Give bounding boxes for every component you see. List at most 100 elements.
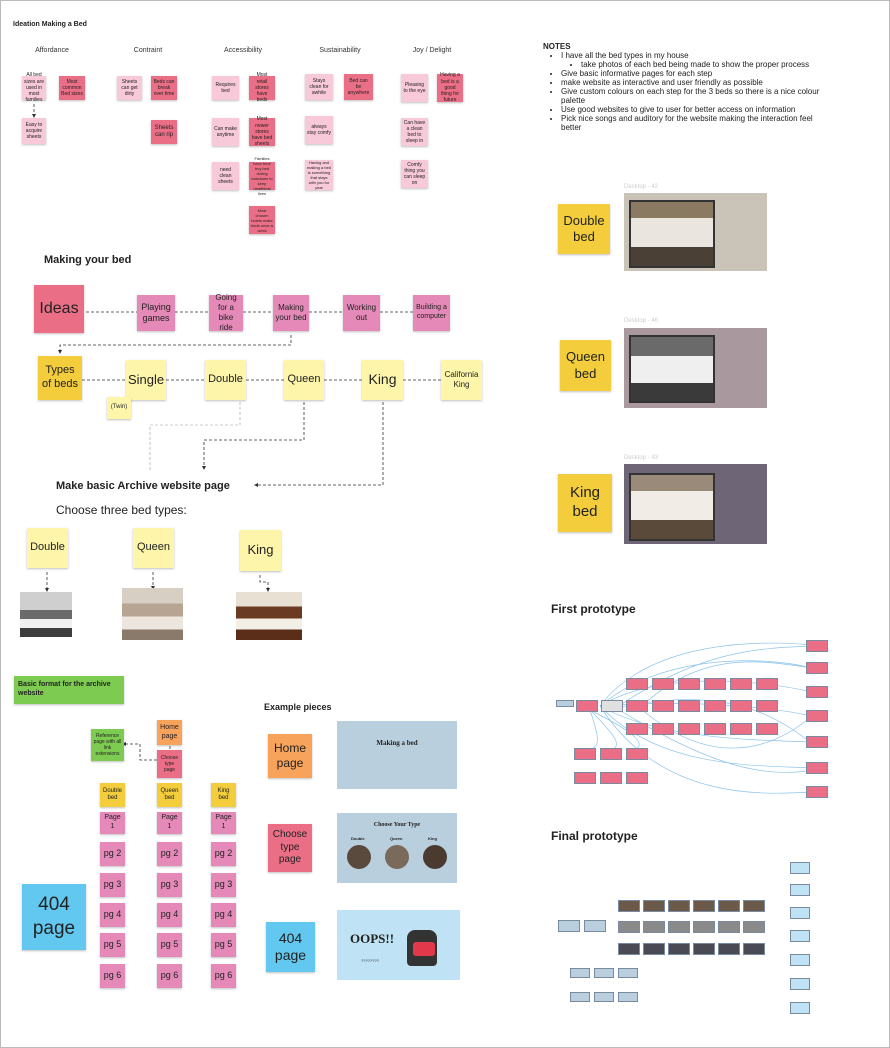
example-choose-thumb: Choose Your Type Double Queen King	[337, 813, 457, 883]
idea-note: Sheets can get dirty	[117, 76, 142, 100]
idea-note: All bed sizes are used in most families	[22, 72, 46, 104]
first-proto-frame	[678, 678, 700, 690]
first-proto-frame	[601, 700, 623, 712]
first-proto-frame	[600, 748, 622, 760]
board-title: Ideation Making a Bed	[13, 21, 87, 28]
notes-list: I have all the bed types in my house tak…	[549, 51, 831, 132]
404-page-note: 404 page	[22, 884, 86, 950]
example-label-home: Home page	[268, 734, 312, 778]
first-proto-frame	[806, 762, 828, 774]
desktop-queen-photo	[629, 335, 715, 403]
oops-marks: ????????	[361, 958, 379, 963]
example-label-404: 404 page	[266, 922, 315, 972]
final-prototype-title: Final prototype	[551, 829, 638, 843]
type-single: Single	[126, 360, 166, 400]
choose-thumb-circle	[423, 845, 447, 869]
first-proto-frame	[574, 772, 596, 784]
first-proto-frame	[806, 710, 828, 722]
pg-2-queen: pg 2	[157, 842, 182, 866]
ideas-note: Ideas	[34, 285, 84, 333]
choose-thumb-circle	[347, 845, 371, 869]
final-proto-frame	[693, 921, 715, 933]
notes-item: Give custom colours on each step for the…	[561, 87, 831, 105]
idea-note: Most common Bed sizes	[59, 76, 85, 100]
first-proto-frame	[704, 723, 726, 735]
final-proto-frame	[743, 943, 765, 955]
type-double: Double	[205, 360, 246, 400]
first-proto-frame	[756, 723, 778, 735]
notes-title: NOTES	[543, 42, 571, 51]
idea-note: Having and making a bed is something tha…	[305, 160, 333, 190]
final-proto-frame	[693, 900, 715, 912]
type-california-king: California King	[441, 360, 482, 400]
desktop-frame-label: Desktop - 46	[624, 318, 659, 324]
final-proto-404-frame	[790, 930, 810, 942]
archive-bed-queen: Queen	[133, 528, 174, 568]
choose-thumb-circle	[385, 845, 409, 869]
first-proto-frame	[704, 678, 726, 690]
final-proto-frame	[743, 900, 765, 912]
first-proto-frame	[576, 700, 598, 712]
desktop-double-photo	[629, 200, 715, 268]
double-bed-photo	[20, 592, 72, 637]
choose-thumb-king: King	[428, 836, 437, 841]
pg-5-king: pg 5	[211, 933, 236, 957]
idea-note: Requires bed	[212, 76, 239, 100]
pg-6-queen: pg 6	[157, 964, 182, 988]
idea-working-out: Working out	[343, 295, 380, 331]
example-home-thumb-title: Making a bed	[376, 739, 418, 747]
first-proto-frame	[678, 723, 700, 735]
idea-note: need clean sheets	[212, 162, 239, 190]
final-proto-frame	[618, 921, 640, 933]
pg-5-double: pg 5	[100, 933, 125, 957]
first-proto-frame	[806, 786, 828, 798]
first-proto-frame	[626, 678, 648, 690]
final-proto-frame	[618, 943, 640, 955]
idea-note: Can make anytime	[212, 118, 239, 146]
desktop-frame-label: Desktop - 42	[624, 184, 659, 190]
notes-item: Give basic informative pages for each st…	[561, 69, 831, 78]
idea-note: Sheets can rip	[151, 120, 177, 144]
desktop-frame-label: Desktop - 43	[624, 455, 659, 461]
final-proto-frame	[693, 943, 715, 955]
final-proto-frame	[570, 992, 590, 1002]
first-proto-frame	[626, 748, 648, 760]
first-proto-frame	[806, 640, 828, 652]
idea-note: Stays clean for awhile	[305, 74, 333, 100]
notes-item-text: I have all the bed types in my house	[561, 51, 689, 60]
idea-note: Beds can break over time	[151, 76, 177, 100]
page-1-king: Page 1	[211, 812, 236, 834]
first-proto-frame	[600, 772, 622, 784]
final-proto-frame	[570, 968, 590, 978]
home-page-note: Home page	[157, 720, 182, 745]
example-choose-thumb-title: Choose Your Type	[373, 822, 421, 828]
column-sustainability: Sustainability	[319, 47, 361, 54]
notes-item: make website as interactive and user fri…	[561, 78, 831, 87]
choose-thumb-double: Double	[351, 836, 365, 841]
first-proto-frame	[652, 678, 674, 690]
type-king: King	[362, 360, 403, 400]
final-proto-frame	[618, 992, 638, 1002]
final-proto-frame	[584, 920, 606, 932]
pg-6-king: pg 6	[211, 964, 236, 988]
desktop-double	[624, 193, 767, 271]
final-proto-404-frame	[790, 978, 810, 990]
pg-5-queen: pg 5	[157, 933, 182, 957]
example-home-thumb: Making a bed	[337, 721, 457, 789]
king-bed-photo	[236, 592, 302, 640]
desktop-king	[624, 464, 767, 544]
final-proto-frame	[643, 900, 665, 912]
desktop-king-photo	[629, 473, 715, 541]
oops-text: OOPS!!	[350, 931, 395, 946]
final-proto-404-frame	[790, 1002, 810, 1014]
final-proto-frame	[743, 921, 765, 933]
format-col-double: Double bed	[100, 783, 125, 807]
notes-item: I have all the bed types in my house tak…	[561, 51, 831, 69]
column-joy: Joy / Delight	[412, 47, 452, 54]
first-proto-frame	[806, 686, 828, 698]
final-proto-frame	[668, 921, 690, 933]
idea-playing-games: Playing games	[137, 295, 175, 331]
first-proto-frame	[730, 700, 752, 712]
notes-sublist: take photos of each bed being made to sh…	[561, 60, 831, 69]
pg-3-queen: pg 3	[157, 873, 182, 897]
